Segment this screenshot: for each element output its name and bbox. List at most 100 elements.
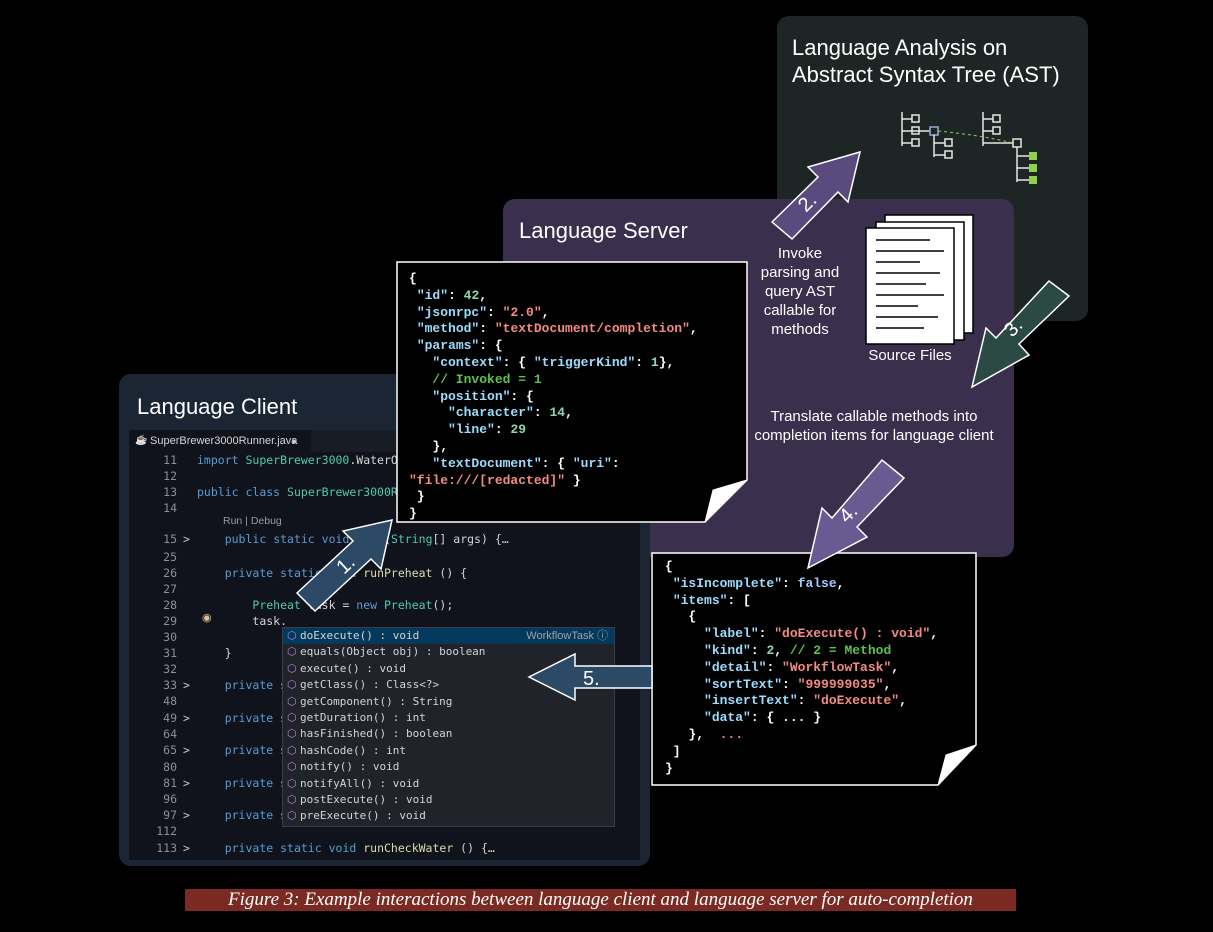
fold-chevron-icon[interactable]: >: [183, 808, 190, 822]
code-line[interactable]: 64: [129, 726, 640, 742]
line-number: 31: [163, 646, 177, 660]
suggestion-label: hashCode() : int: [300, 743, 406, 757]
method-cube-icon: ⬡: [287, 743, 297, 757]
code-line[interactable]: 49> private s: [129, 710, 640, 726]
line-number: 13: [163, 485, 177, 499]
method-cube-icon: ⬡: [287, 809, 297, 823]
step-5-label: 5.: [583, 668, 600, 690]
suggestion-label: notify() : void: [300, 760, 400, 774]
code-line[interactable]: 12: [129, 468, 640, 484]
code-line[interactable]: 27: [129, 581, 640, 597]
code-line[interactable]: 113> private static void runCheckWater (…: [129, 840, 640, 856]
step-3-arrow: 3.: [970, 279, 1071, 389]
editor-tab[interactable]: ☕ SuperBrewer3000Runner.java ●: [129, 430, 311, 452]
method-cube-icon: ⬡: [287, 645, 297, 659]
suggestion-item[interactable]: ⬡notifyAll() : void: [283, 776, 614, 792]
suggestion-item[interactable]: ⬡execute() : void: [283, 661, 614, 677]
method-cube-icon: ⬡: [287, 629, 297, 642]
code-line[interactable]: 15> public static void main(String[] arg…: [129, 531, 640, 547]
json-line: 29: [510, 422, 527, 438]
method-cube-icon: ⬡: [287, 711, 297, 724]
lightbulb-icon[interactable]: ◉: [202, 612, 212, 624]
suggestion-item[interactable]: ⬡equals(Object obj) : boolean: [283, 644, 614, 660]
code-line[interactable]: 112: [129, 823, 640, 839]
suggestion-item[interactable]: ⬡preExecute() : void: [283, 808, 614, 824]
line-number: 29: [163, 614, 177, 628]
suggestion-item[interactable]: ⬡getDuration() : int: [283, 710, 614, 726]
translate-note-line: completion items for language client: [754, 427, 994, 444]
code-line[interactable]: 30: [129, 629, 640, 645]
suggestion-item[interactable]: ⬡doExecute() : void WorkflowTask ⓘ: [283, 628, 614, 645]
code-line[interactable]: 31 }: [129, 645, 640, 661]
suggestion-item[interactable]: ⬡hasFinished() : boolean: [283, 726, 614, 742]
suggestion-item[interactable]: ⬡getClass() : Class<?>: [283, 677, 614, 693]
code-line[interactable]: 32: [129, 661, 640, 677]
fold-chevron-icon[interactable]: >: [183, 776, 190, 790]
code-text: private static void runCheckWater () {…: [224, 841, 495, 855]
line-number: 28: [163, 598, 177, 612]
line-number: 97: [163, 808, 177, 822]
code-line[interactable]: 25: [129, 549, 640, 565]
step-1-arrow: 1.: [295, 519, 393, 613]
method-cube-icon: ⬡: [287, 727, 297, 741]
invoke-note-line: methods: [771, 321, 829, 338]
json-label: "doExecute() : void": [774, 626, 931, 642]
line-number: 112: [156, 824, 177, 838]
line-number: 81: [163, 776, 177, 790]
line-number: 32: [163, 662, 177, 676]
ast-title: Language Analysis on Abstract Syntax Tre…: [792, 34, 1060, 88]
translate-note-line: Translate callable methods into: [770, 408, 978, 425]
method-cube-icon: ⬡: [287, 678, 297, 692]
code-line[interactable]: 29 task.: [129, 613, 640, 629]
code-line[interactable]: 11 import SuperBrewer3000.WaterOK;: [129, 452, 640, 468]
step-5-arrow: 5.: [527, 652, 653, 702]
code-line[interactable]: 14: [129, 500, 640, 516]
code-line[interactable]: 80: [129, 759, 640, 775]
fold-chevron-icon[interactable]: >: [183, 678, 190, 692]
line-number: 25: [163, 550, 177, 564]
code-text: public static void main(String[] args) {…: [224, 532, 509, 546]
fold-chevron-icon[interactable]: >: [183, 743, 190, 757]
invoke-note-line: query AST: [764, 283, 836, 300]
suggestion-label: equals(Object obj) : boolean: [300, 645, 486, 659]
json-kind-comment: // 2 = Method: [789, 642, 892, 658]
json-method: "textDocument/completion": [494, 321, 690, 337]
code-line[interactable]: 65> private s: [129, 742, 640, 758]
suggestion-label: notifyAll() : void: [300, 776, 420, 790]
fold-chevron-icon[interactable]: >: [183, 711, 190, 725]
code-line[interactable]: 48: [129, 693, 640, 709]
code-text: }: [197, 646, 232, 660]
invoke-note-line: parsing and: [760, 264, 840, 281]
code-line[interactable]: 96: [129, 791, 640, 807]
line-number: 12: [163, 469, 177, 483]
fold-chevron-icon[interactable]: >: [183, 532, 190, 546]
method-cube-icon: ⬡: [287, 694, 297, 708]
line-number: 30: [163, 630, 177, 644]
suggestion-item[interactable]: ⬡hashCode() : int: [283, 743, 614, 759]
line-number: 11: [163, 453, 177, 467]
server-title: Language Server: [519, 218, 688, 243]
client-title: Language Client: [137, 394, 298, 419]
json-trigger-kind: 1: [650, 354, 659, 370]
suggestion-label: getClass() : Class<?>: [300, 678, 440, 692]
json-ellipsis: ...: [719, 726, 744, 742]
suggestion-detail: WorkflowTask ⓘ: [526, 630, 608, 642]
source-files-label: Source Files: [868, 347, 952, 364]
suggestion-item[interactable]: ⬡notify() : void: [283, 759, 614, 775]
codelens-run-debug[interactable]: Run | Debug: [223, 515, 282, 527]
method-cube-icon: ⬡: [287, 776, 297, 790]
ast-title-line1: Language Analysis on: [792, 35, 1008, 60]
suggestion-label: doExecute() : void: [300, 629, 420, 642]
unsaved-dot-icon: ●: [291, 436, 297, 446]
fold-chevron-icon[interactable]: >: [183, 841, 190, 855]
code-text: import SuperBrewer3000.WaterOK;: [197, 453, 412, 467]
suggestion-item[interactable]: ⬡getComponent() : String: [283, 694, 614, 710]
java-file-icon: ☕: [135, 435, 148, 446]
suggestion-item[interactable]: ⬡postExecute() : void: [283, 792, 614, 808]
line-number: 65: [163, 743, 177, 757]
